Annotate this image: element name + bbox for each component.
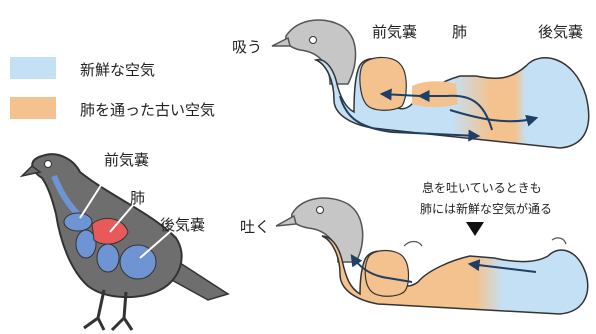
exhale-note-line1: 息を吐いているときも — [422, 180, 542, 195]
inhale-phase-label: 吸う — [232, 38, 262, 56]
bird-anterior-sac-lower — [75, 229, 97, 259]
bird-anatomy: 前気嚢 肺 後気嚢 — [19, 151, 230, 332]
exhale-arrow-out — [350, 254, 413, 283]
exhale-anterior-sac — [364, 249, 410, 297]
bird-posterior-sac-1 — [96, 243, 120, 273]
legend: 新鮮な空気 肺を通った古い空気 — [10, 57, 215, 119]
pointer-anterior-sac — [79, 167, 113, 219]
bird-label-anterior-sac: 前気嚢 — [104, 151, 149, 169]
inhale-eye — [309, 36, 317, 44]
legend-swatch-fresh — [10, 57, 56, 79]
exhale-note-line2: 肺には新鮮な空気が通る — [420, 201, 552, 216]
inhale-panel: 吸う 前気嚢 肺 後気嚢 — [232, 19, 590, 149]
bird-posterior-sac-2 — [119, 244, 157, 280]
inhale-label-posterior-sac: 後気嚢 — [538, 23, 583, 41]
bird-label-posterior-sac: 後気嚢 — [160, 216, 205, 234]
legend-label-used: 肺を通った古い空気 — [80, 101, 215, 119]
exhale-beak — [275, 214, 297, 227]
legend-label-fresh: 新鮮な空気 — [80, 61, 155, 79]
pointer-posterior-sac — [139, 229, 173, 259]
exhale-down-triangle — [466, 222, 484, 236]
pointer-lung — [109, 203, 135, 233]
inhale-arrow-return — [379, 88, 421, 101]
inhale-label-lung: 肺 — [452, 23, 467, 41]
bird-eye — [44, 160, 52, 168]
inhale-bird-head — [284, 19, 357, 85]
exhale-phase-label: 吐く — [240, 218, 270, 236]
exhale-eye — [316, 206, 324, 214]
inhale-lung — [412, 81, 458, 107]
bird-label-lung: 肺 — [130, 189, 145, 207]
exhale-motion-marks — [403, 237, 567, 247]
bird-legs — [83, 289, 134, 332]
bird-anterior-sac — [63, 212, 93, 232]
inhale-arrow-sac — [449, 109, 539, 127]
inhale-arrow-in — [339, 95, 481, 142]
bird-beak — [19, 165, 42, 178]
exhale-arrow-lung — [467, 259, 537, 273]
exhale-panel: 吐く 息を吐いているときも 肺には新鮮な空気が通る — [240, 180, 589, 315]
inhale-arrow-back — [417, 90, 493, 131]
inhale-label-anterior-sac: 前気嚢 — [372, 23, 417, 41]
legend-swatch-used — [10, 97, 56, 119]
inhale-anterior-sac — [359, 56, 407, 111]
inhale-beak — [271, 36, 291, 47]
exhale-bird-head — [290, 197, 364, 263]
